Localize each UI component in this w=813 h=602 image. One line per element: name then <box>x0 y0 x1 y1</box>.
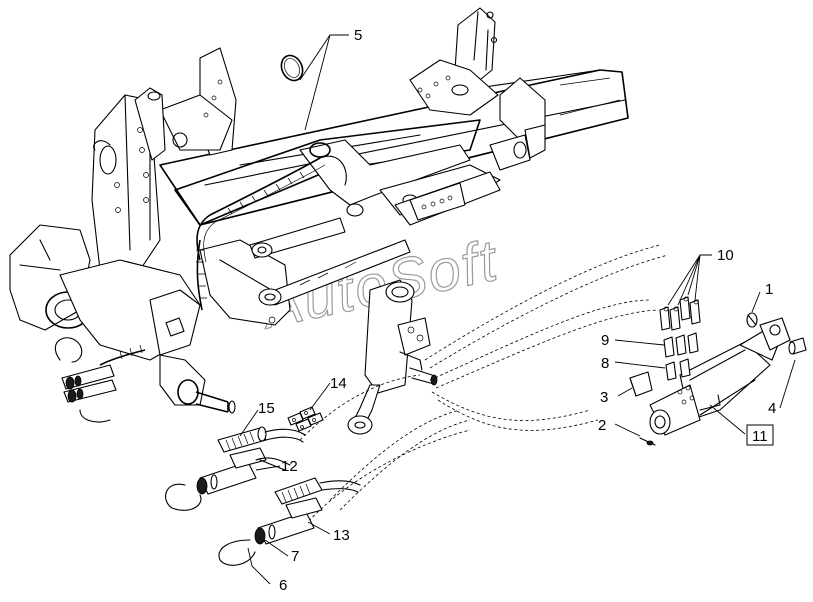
callout-12: 12 <box>281 458 298 475</box>
callout-3: 3 <box>600 389 608 406</box>
center-cylinder <box>347 279 438 435</box>
leader-lines <box>239 34 796 585</box>
callout-14: 14 <box>330 375 347 392</box>
clip-1 <box>746 312 758 328</box>
coupler-sleeve-15 <box>217 426 306 453</box>
quick-coupler-12 <box>165 447 291 511</box>
callout-2: 2 <box>598 417 606 434</box>
callout-7: 7 <box>291 548 299 565</box>
fitting-set-14 <box>287 406 324 432</box>
pin-4 <box>788 337 807 355</box>
callout-9: 9 <box>601 332 609 349</box>
callout-6: 6 <box>279 577 287 594</box>
coupler-sleeve-upper <box>274 477 361 505</box>
callout-5: 5 <box>354 27 362 44</box>
callout-11-box <box>746 424 774 446</box>
fittings-8-9-10 <box>659 296 701 381</box>
callout-8: 8 <box>601 355 609 372</box>
bracket-3 <box>629 371 653 397</box>
callout-1: 1 <box>765 281 773 298</box>
callout-11: 11 <box>752 428 768 445</box>
callout-10: 10 <box>717 247 734 264</box>
callout-15: 15 <box>258 400 275 417</box>
rear-frame-assembly <box>9 7 629 414</box>
quick-coupler-13 <box>218 497 323 566</box>
callout-13: 13 <box>333 527 350 544</box>
split-pin-2 <box>639 437 656 446</box>
left-couplers <box>54 337 146 423</box>
callout-labels: 5 1 2 3 4 6 7 8 9 10 11 12 13 14 15 <box>258 27 776 594</box>
lift-linkage <box>196 54 546 311</box>
hydraulic-hose-lines <box>299 244 669 526</box>
callout-4: 4 <box>768 400 776 417</box>
cylinder-assembly-11 <box>649 317 791 436</box>
